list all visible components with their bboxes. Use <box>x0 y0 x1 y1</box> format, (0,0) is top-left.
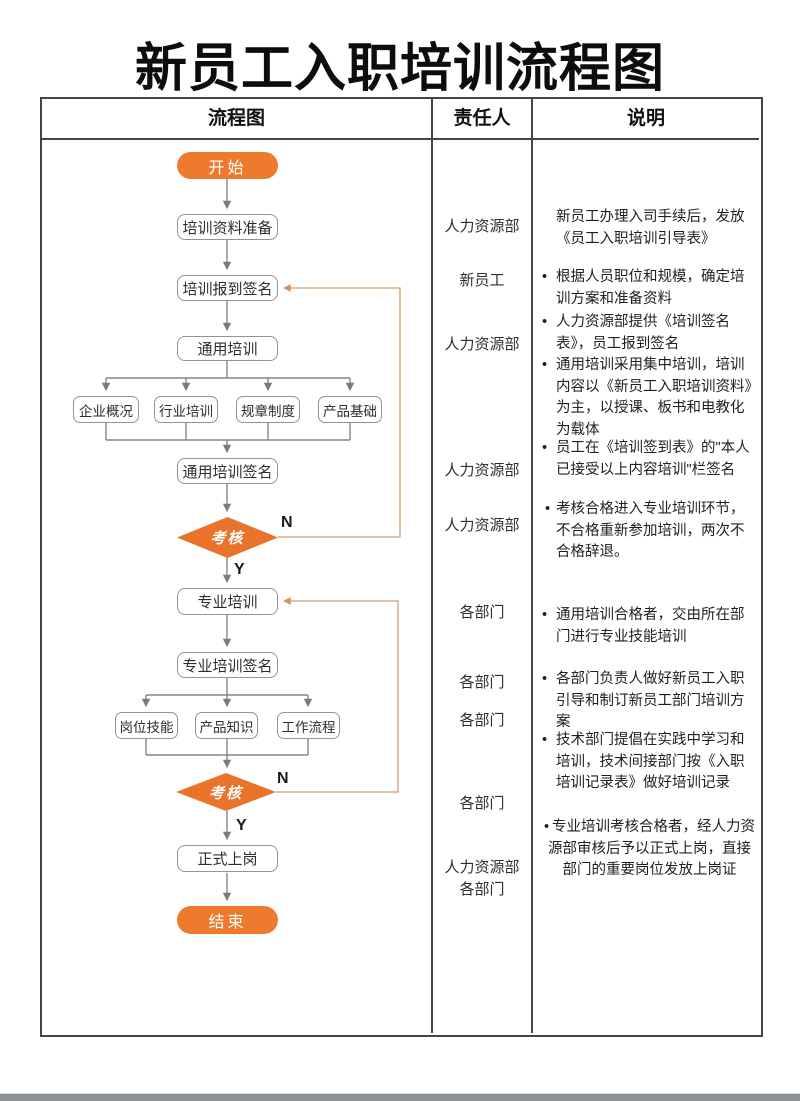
column-divider-1 <box>431 99 433 1033</box>
decision-1-yes-label: Y <box>234 561 245 578</box>
note-item: 新员工办理入司手续后，发放《员工入职培训引导表》 <box>556 209 745 247</box>
flow-topic-product-knowledge: 产品知识 <box>195 712 258 739</box>
responsible-cell: 各部门 <box>459 674 505 691</box>
responsible-cell: 各部门 <box>459 712 505 729</box>
flow-topic-job-skills: 岗位技能 <box>115 712 178 739</box>
note-item: •员工在《培训签到表》的"本人已接受以上内容培训"栏签名 <box>542 440 750 478</box>
note-item: •专业培训考核合格者，经人力资源部审核后予以正式上岗，直接部门的重要岗位发放上岗… <box>543 819 756 878</box>
bullet-glyph: • <box>542 314 548 330</box>
bullet-glyph: • <box>542 732 548 748</box>
flow-step-onboard: 正式上岗 <box>177 845 278 872</box>
flow-topic-rules: 规章制度 <box>236 396 300 423</box>
flow-topic-product: 产品基础 <box>318 396 382 423</box>
bullet-glyph: • <box>542 607 548 623</box>
responsible-cell-double: 人力资源部 各部门 <box>432 857 532 901</box>
flow-step-special-sign: 专业培训签名 <box>177 652 278 678</box>
flow-topic-workflow: 工作流程 <box>277 712 340 739</box>
decision-2-no-label: N <box>277 770 289 787</box>
page-bottom-edge <box>0 1093 800 1101</box>
column-divider-2 <box>531 99 533 1033</box>
page-title: 新员工入职培训流程图 <box>134 40 665 98</box>
responsible-cell: 人力资源部 <box>444 336 520 353</box>
bullet-glyph: • <box>542 671 548 687</box>
responsible-cell: 人力资源部 <box>444 218 520 235</box>
flow-step-special-training: 专业培训 <box>177 588 278 615</box>
bullet-glyph: • <box>543 819 550 835</box>
flow-step-signin: 培训报到签名 <box>177 275 278 301</box>
flow-step-prepare: 培训资料准备 <box>177 214 278 240</box>
bullet-glyph: • <box>542 440 548 456</box>
note-item: •人力资源部提供《培训签名表》，员工报到签名 <box>542 314 730 352</box>
responsible-cell: 新员工 <box>459 272 505 289</box>
note-item: •根据人员职位和规模，确定培训方案和准备资料 <box>542 269 745 307</box>
responsible-cell: 人力资源部 <box>444 462 520 479</box>
bullet-glyph: • <box>542 269 548 285</box>
decision-2-yes-label: Y <box>236 817 247 834</box>
header-divider <box>42 138 759 140</box>
note-item: •各部门负责人做好新员工入职引导和制订新员工部门培训方案 <box>542 671 745 730</box>
flow-topic-company: 企业概况 <box>73 396 139 423</box>
header-responsible: 责任人 <box>453 108 511 129</box>
note-item: •通用培训采用集中培训，培训内容以《新员工入职培训资料》为主，以授课、板书和电教… <box>542 357 752 438</box>
responsible-line-2: 各部门 <box>459 881 505 898</box>
header-description: 说明 <box>626 108 665 129</box>
responsible-cell: 各部门 <box>459 795 505 812</box>
flow-step-general-training: 通用培训 <box>177 336 278 361</box>
flow-topic-industry: 行业培训 <box>154 396 218 423</box>
flow-end-node: 结束 <box>177 906 278 934</box>
flow-step-general-sign: 通用培训签名 <box>177 458 278 484</box>
bullet-glyph: • <box>542 357 548 373</box>
decision-1-no-label: N <box>281 514 293 531</box>
flow-start-node: 开始 <box>177 152 278 179</box>
note-item: •考核合格进入专业培训环节，不合格重新参加培训，两次不合格辞退。 <box>545 501 745 560</box>
bullet-glyph: • <box>545 501 551 517</box>
note-item: •通用培训合格者，交由所在部门进行专业技能培训 <box>542 607 745 645</box>
responsible-cell: 人力资源部 <box>444 517 520 534</box>
responsible-cell: 各部门 <box>459 604 505 621</box>
note-item: •技术部门提倡在实践中学习和培训，技术间接部门按《入职培训记录表》做好培训记录 <box>542 732 745 791</box>
table-frame <box>40 97 763 1037</box>
header-flowchart: 流程图 <box>207 108 265 129</box>
responsible-line-1: 人力资源部 <box>444 859 520 876</box>
